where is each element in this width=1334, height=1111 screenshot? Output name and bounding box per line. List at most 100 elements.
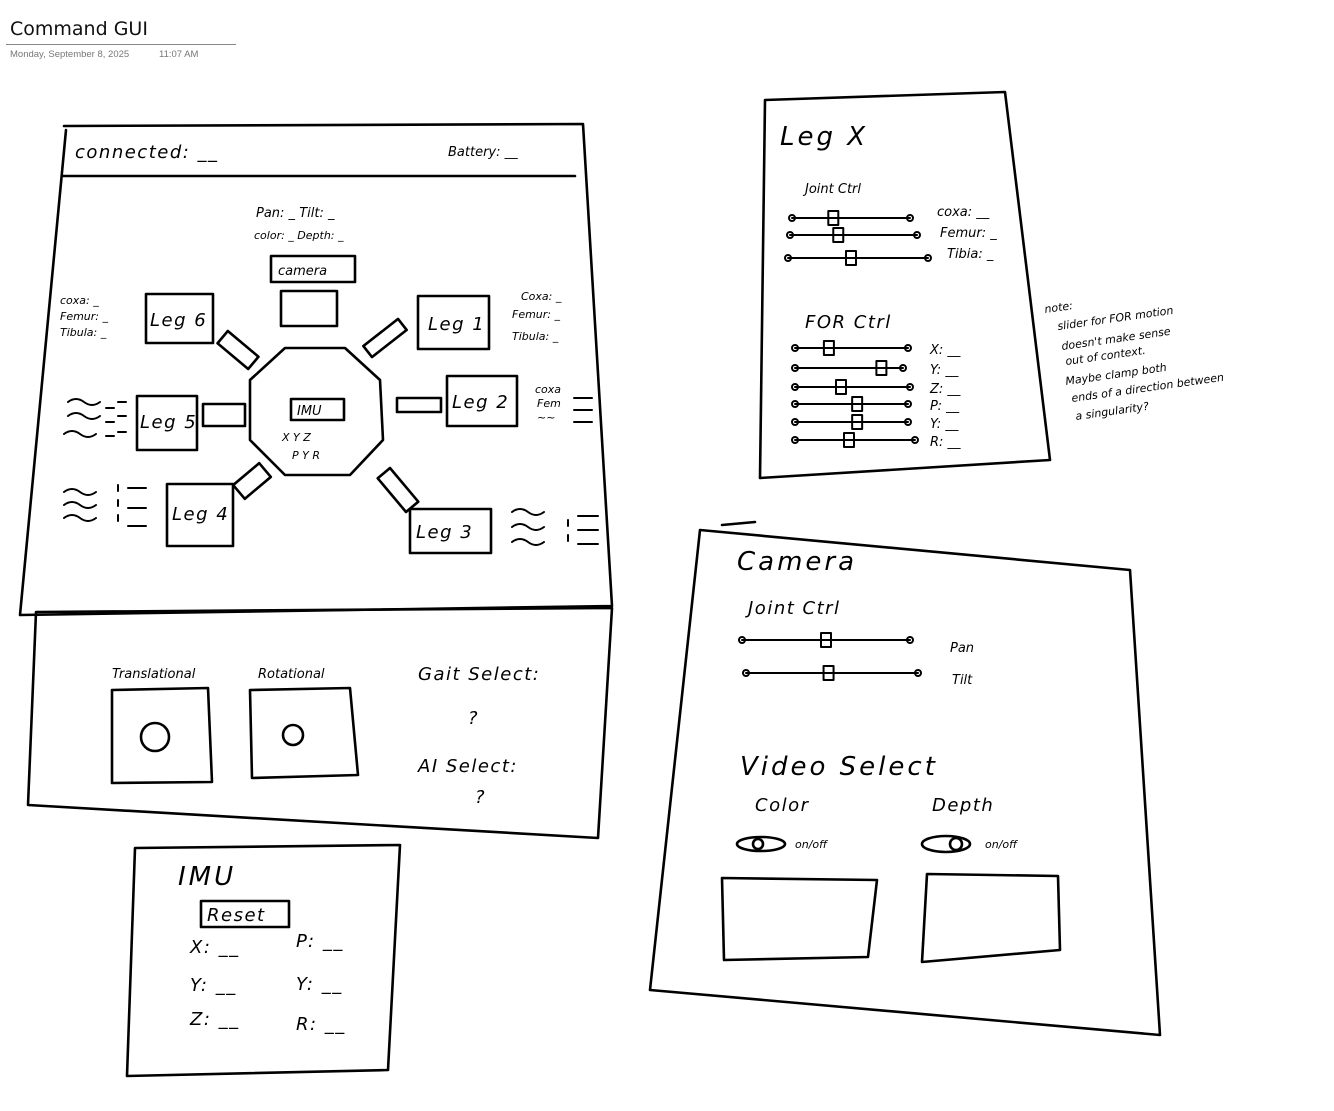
leg5-connector <box>201 402 247 428</box>
camera-panel-frame <box>648 520 1162 1037</box>
leg-panel-title: Leg X <box>780 122 868 152</box>
for-z-slider[interactable] <box>791 379 914 395</box>
title-divider <box>6 44 236 45</box>
slider-endpoint <box>899 364 907 372</box>
imu-label: IMU <box>297 404 322 419</box>
color-label: Color <box>755 795 810 816</box>
slider-handle[interactable] <box>832 227 845 243</box>
pan-slider[interactable] <box>738 632 914 648</box>
tilt-slider[interactable] <box>742 665 922 681</box>
tibia-slider[interactable] <box>784 250 932 266</box>
depth-toggle-label: on/off <box>985 838 1018 851</box>
video-select-label: Video Select <box>740 752 938 782</box>
page-date: Monday, September 8, 2025 <box>10 49 130 60</box>
slider-handle[interactable] <box>875 360 888 376</box>
leg1-connector <box>362 317 408 359</box>
slider-handle[interactable] <box>845 250 857 266</box>
leg2-tibia: ~~ <box>537 411 555 424</box>
slider-endpoint <box>904 344 912 352</box>
slider-endpoint <box>791 364 799 372</box>
slider-handle[interactable] <box>822 340 835 356</box>
leg1-tibula: Tibula: _ <box>512 330 559 343</box>
color-depth-readout: color: _ Depth: _ <box>254 229 344 242</box>
slider-handle[interactable] <box>843 432 855 448</box>
rotational-joystick[interactable] <box>248 686 360 780</box>
femur-readout: Femur: _ <box>940 226 997 241</box>
slider-endpoint <box>784 254 792 262</box>
for-x-slider[interactable] <box>791 340 912 356</box>
ai-select-dropdown[interactable]: ? <box>475 787 486 808</box>
imu-box[interactable] <box>289 397 346 422</box>
leg6-femur: Femur: _ <box>60 310 109 323</box>
joint-readout-scribbles <box>63 397 599 546</box>
slider-handle[interactable] <box>822 665 835 681</box>
joint-ctrl-label: Joint Ctrl <box>802 182 861 197</box>
tilt-label: Tilt <box>952 673 973 688</box>
gait-select-dropdown[interactable]: ? <box>468 708 479 729</box>
camera-button-label: camera <box>278 264 327 279</box>
color-toggle[interactable] <box>735 835 787 853</box>
for-pitch-slider[interactable] <box>791 396 912 412</box>
for-roll-readout: R: __ <box>930 435 961 450</box>
camera-connector <box>279 289 339 328</box>
femur-slider[interactable] <box>786 227 921 243</box>
svg-text:Leg 3: Leg 3 <box>416 522 473 543</box>
depth-video-feed <box>920 872 1062 964</box>
leg3-button[interactable]: Leg 3 <box>408 507 493 555</box>
camera-button[interactable]: camera <box>269 254 357 284</box>
slider-handle[interactable] <box>827 210 840 226</box>
slider-endpoint <box>906 214 914 222</box>
leg6-connector <box>216 329 260 371</box>
coxa-readout: coxa: __ <box>937 205 990 220</box>
slider-endpoint <box>791 383 799 391</box>
for-z-readout: Z: __ <box>929 382 961 397</box>
slider-handle[interactable] <box>851 396 864 412</box>
leg4-button[interactable]: Leg 4 <box>165 482 235 548</box>
svg-text:Leg 2: Leg 2 <box>452 392 509 413</box>
imu-z: Z: __ <box>189 1009 240 1030</box>
for-y-slider[interactable] <box>791 360 907 376</box>
for-yaw-slider[interactable] <box>791 414 912 430</box>
note-line: a singularity? <box>1075 400 1150 423</box>
leg1-femur: Femur: _ <box>512 308 561 321</box>
pan-tilt-readout: Pan: _ Tilt: _ <box>256 206 335 221</box>
leg6-tibula: Tibula: _ <box>60 326 107 339</box>
robot-body <box>248 346 385 477</box>
depth-toggle[interactable] <box>920 834 972 854</box>
depth-label: Depth <box>932 795 994 816</box>
slider-handle[interactable] <box>851 414 864 430</box>
main-panel: connected: __ Battery: __ Pan: _ Tilt: _… <box>18 122 614 617</box>
camera-joint-ctrl-label: Joint Ctrl <box>745 598 841 619</box>
leg-panel-frame <box>758 90 1052 480</box>
imu-yaw: Y: __ <box>296 974 343 995</box>
leg2-button[interactable]: Leg 2 <box>445 374 519 428</box>
control-panel-frame <box>26 606 614 840</box>
slider-endpoint <box>924 254 932 262</box>
leg5-button[interactable]: Leg 5 <box>135 394 199 452</box>
imu-reset-button[interactable]: Reset <box>199 899 291 929</box>
battery-status: Battery: __ <box>448 145 518 160</box>
imu-panel-frame <box>125 843 402 1078</box>
for-ctrl-label: FOR Ctrl <box>805 312 892 333</box>
for-roll-slider[interactable] <box>791 432 919 448</box>
imu-pyr: P Y R <box>292 449 320 462</box>
main-panel-frame <box>18 122 614 617</box>
camera-panel-title: Camera <box>737 547 857 577</box>
for-y-readout: Y: __ <box>930 363 959 378</box>
leg6-button[interactable]: Leg 6 <box>144 292 215 345</box>
svg-text:Leg 5: Leg 5 <box>140 412 197 433</box>
pan-label: Pan <box>950 641 974 656</box>
slider-endpoint <box>791 436 799 444</box>
slider-handle[interactable] <box>820 632 832 648</box>
tibia-readout: Tibia: _ <box>947 247 994 262</box>
slider-handle[interactable] <box>835 379 847 395</box>
svg-text:Leg 4: Leg 4 <box>172 504 229 525</box>
leg1-button[interactable]: Leg 1 <box>416 294 491 351</box>
coxa-slider[interactable] <box>788 210 914 226</box>
imu-p: P: __ <box>296 931 344 952</box>
translational-joystick[interactable] <box>110 686 214 785</box>
for-x-readout: X: __ <box>929 343 961 358</box>
translational-label: Translational <box>112 667 196 682</box>
slider-endpoint <box>911 436 919 444</box>
slider-endpoint <box>742 669 750 677</box>
